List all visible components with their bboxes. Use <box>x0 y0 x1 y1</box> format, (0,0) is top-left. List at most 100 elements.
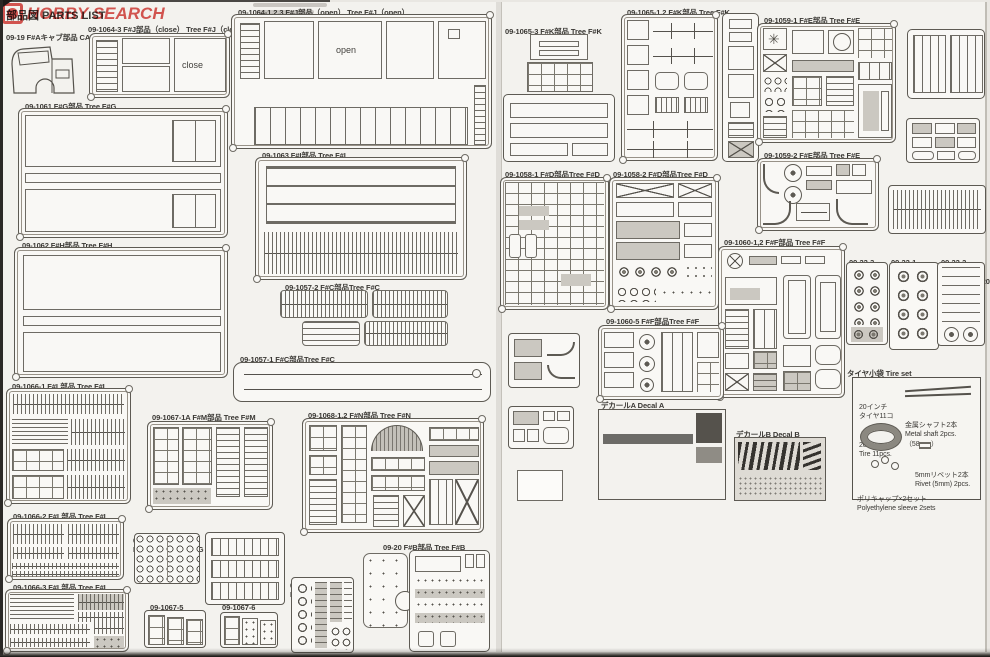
part-shape <box>211 538 279 556</box>
part-shape <box>386 21 434 79</box>
tree-ff12 <box>716 243 847 401</box>
part-shape <box>815 275 841 339</box>
tree-fk3 <box>503 94 615 162</box>
part-shape <box>264 21 314 79</box>
tree-fn-label: 09-1068-1,2 F#N部品 Tree F#N <box>308 411 411 420</box>
tree-fd1 <box>498 174 611 313</box>
tree-k-strip <box>722 13 759 162</box>
part-shape <box>627 70 649 90</box>
part-shape <box>957 123 976 134</box>
tree-fi <box>253 154 469 283</box>
part-shape <box>25 173 221 183</box>
part-shape <box>415 577 485 586</box>
part-shape <box>23 332 221 372</box>
tree-fc2-part <box>302 321 360 346</box>
part-shape <box>244 389 482 390</box>
part-shape <box>67 449 125 471</box>
part-shape <box>796 203 830 221</box>
part-shape <box>318 21 382 79</box>
part-shape <box>858 62 892 80</box>
part-shape <box>438 21 486 79</box>
part-shape <box>858 84 892 138</box>
part-shape <box>418 631 434 647</box>
part-shape <box>730 102 750 118</box>
part-shape <box>725 373 749 391</box>
part-shape <box>788 280 806 334</box>
emblem-part-icon <box>727 253 743 269</box>
tree-fm1a <box>145 418 275 513</box>
part-shape <box>429 445 479 457</box>
decal-a-label: デカールA Decal A <box>601 401 665 410</box>
tree-fk3-label: 09-1065-3 F#K部品 Tree F#K <box>505 27 602 36</box>
part-shape <box>935 137 955 148</box>
illegible-note-line <box>253 3 327 7</box>
asterisk-part-icon <box>763 28 787 50</box>
part-shape <box>728 122 754 138</box>
part-shape <box>684 97 708 113</box>
part-shape <box>309 455 337 475</box>
part-shape <box>547 365 575 379</box>
part-shape <box>539 50 579 56</box>
part-shape <box>415 613 485 623</box>
part-shape <box>341 425 367 523</box>
part-shape <box>211 560 279 578</box>
part-shape <box>572 143 608 156</box>
tree-dx <box>846 262 888 345</box>
tree-fh <box>12 244 230 381</box>
part-shape <box>820 282 836 332</box>
part-shape <box>604 352 634 368</box>
part-shape <box>96 40 118 92</box>
part-shape <box>806 180 832 190</box>
part-shape <box>627 45 649 65</box>
tree-fe4 <box>907 29 985 99</box>
part-shape <box>557 411 570 421</box>
decal-art-block <box>696 447 722 463</box>
part-shape <box>763 201 791 225</box>
part-shape <box>893 190 981 229</box>
part-shape <box>25 115 221 167</box>
calligraphy-art <box>803 442 821 470</box>
part-shape <box>894 267 934 345</box>
part-shape <box>678 183 712 198</box>
part-shape <box>763 76 787 92</box>
tire-drawing <box>861 424 901 450</box>
part-shape <box>309 425 337 451</box>
tree-fj-open-label: 09-1064-1,2,3 F#J部品（open） Tree F#J（open） <box>238 8 410 17</box>
part-shape <box>678 202 712 217</box>
part-shape <box>950 35 983 93</box>
tree-fh-label: 09-1062 F#H部品 Tree F#H <box>22 241 113 250</box>
part-shape <box>78 594 124 610</box>
tree-fc2-part <box>364 321 448 346</box>
part-shape <box>763 96 787 112</box>
tree-mq <box>888 185 986 234</box>
part-shape <box>616 264 680 282</box>
part-shape <box>815 345 841 365</box>
tree-ff12-label: 09-1060-1,2 F#F部品 Tree F#F <box>724 238 826 247</box>
tree-fe1 <box>755 20 898 146</box>
part-shape <box>309 479 337 525</box>
part-shape <box>684 244 712 258</box>
part-shape <box>806 166 832 176</box>
decal-b-label: デカールB Decal B <box>736 430 800 439</box>
tree-al <box>205 532 285 605</box>
part-shape <box>315 582 327 648</box>
part-shape <box>174 38 226 92</box>
tree-skg <box>220 612 278 648</box>
tree-fd2-label: 09-1058-2 F#D部品Tree F#D <box>613 170 708 179</box>
part-shape <box>12 449 64 471</box>
part-shape <box>224 616 240 645</box>
part-shape <box>148 615 165 645</box>
tree-fj-close: close <box>87 30 232 101</box>
part-shape <box>836 164 850 176</box>
part-shape <box>661 332 693 392</box>
part-shape <box>519 206 549 216</box>
tree-fc1-label: 09-1057-1 F#C部品Tree F#C <box>240 355 335 364</box>
part-shape <box>653 48 713 64</box>
part-shape <box>653 23 713 39</box>
part-shape <box>429 427 479 441</box>
rivet-drawing <box>919 442 931 449</box>
part-shape <box>264 232 458 274</box>
tree-fd2 <box>607 174 721 313</box>
